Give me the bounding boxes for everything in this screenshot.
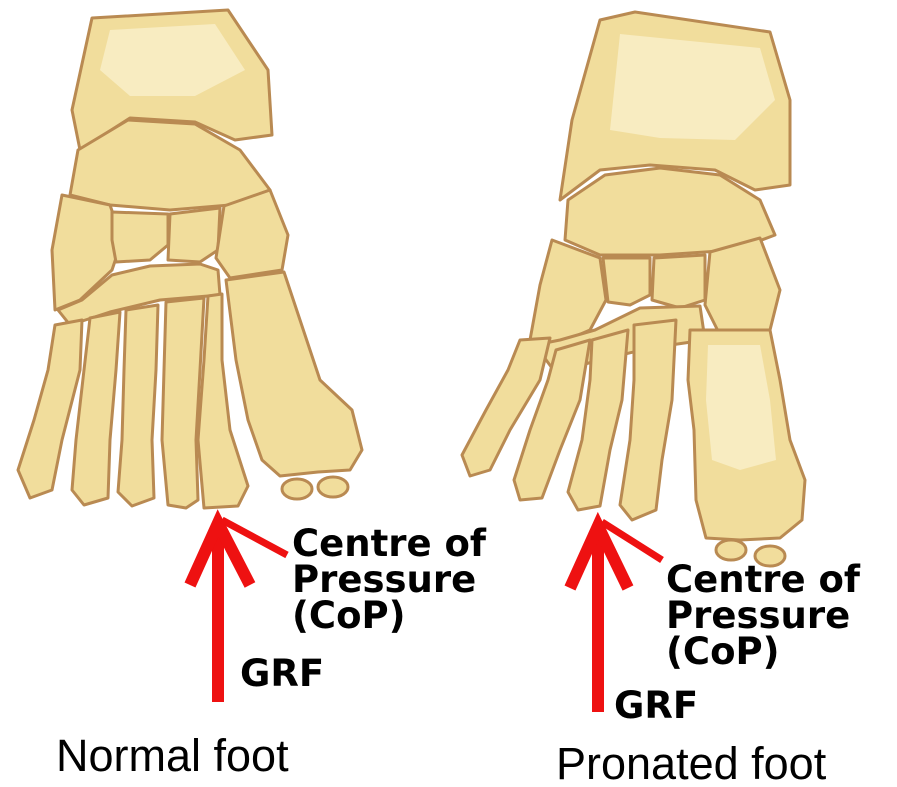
- cop-label-line: Pressure: [292, 562, 486, 598]
- cuneiform-middle-bone: [168, 208, 220, 262]
- cop-label-normal: Centre of Pressure (CoP): [292, 526, 486, 634]
- sesamoid-bone: [716, 540, 746, 560]
- cuneiform-middle-bone: [652, 255, 705, 308]
- toe-3-bone: [118, 305, 158, 506]
- cop-label-line: (CoP): [666, 634, 860, 670]
- caption-pronated-foot: Pronated foot: [556, 738, 826, 787]
- cop-label-pronated: Centre of Pressure (CoP): [666, 562, 860, 670]
- cop-label-line: Pressure: [666, 598, 860, 634]
- toe-2-bone: [162, 298, 204, 508]
- cop-label-line: Centre of: [666, 562, 860, 598]
- cuneiform-lateral-bone: [603, 258, 650, 305]
- grf-label-pronated: GRF: [614, 686, 698, 726]
- pronated-foot-skeleton: [462, 12, 805, 566]
- sesamoid-bone: [318, 477, 348, 497]
- caption-normal-foot: Normal foot: [56, 730, 289, 782]
- normal-foot-skeleton: [18, 10, 362, 508]
- grf-label-normal: GRF: [240, 654, 324, 694]
- cuneiform-medial-bone: [705, 238, 780, 335]
- cuneiform-lateral-bone: [112, 212, 168, 262]
- cop-label-line: Centre of: [292, 526, 486, 562]
- sesamoid-bone: [282, 479, 312, 499]
- cop-label-line: (CoP): [292, 598, 486, 634]
- big-toe-bone: [226, 272, 362, 476]
